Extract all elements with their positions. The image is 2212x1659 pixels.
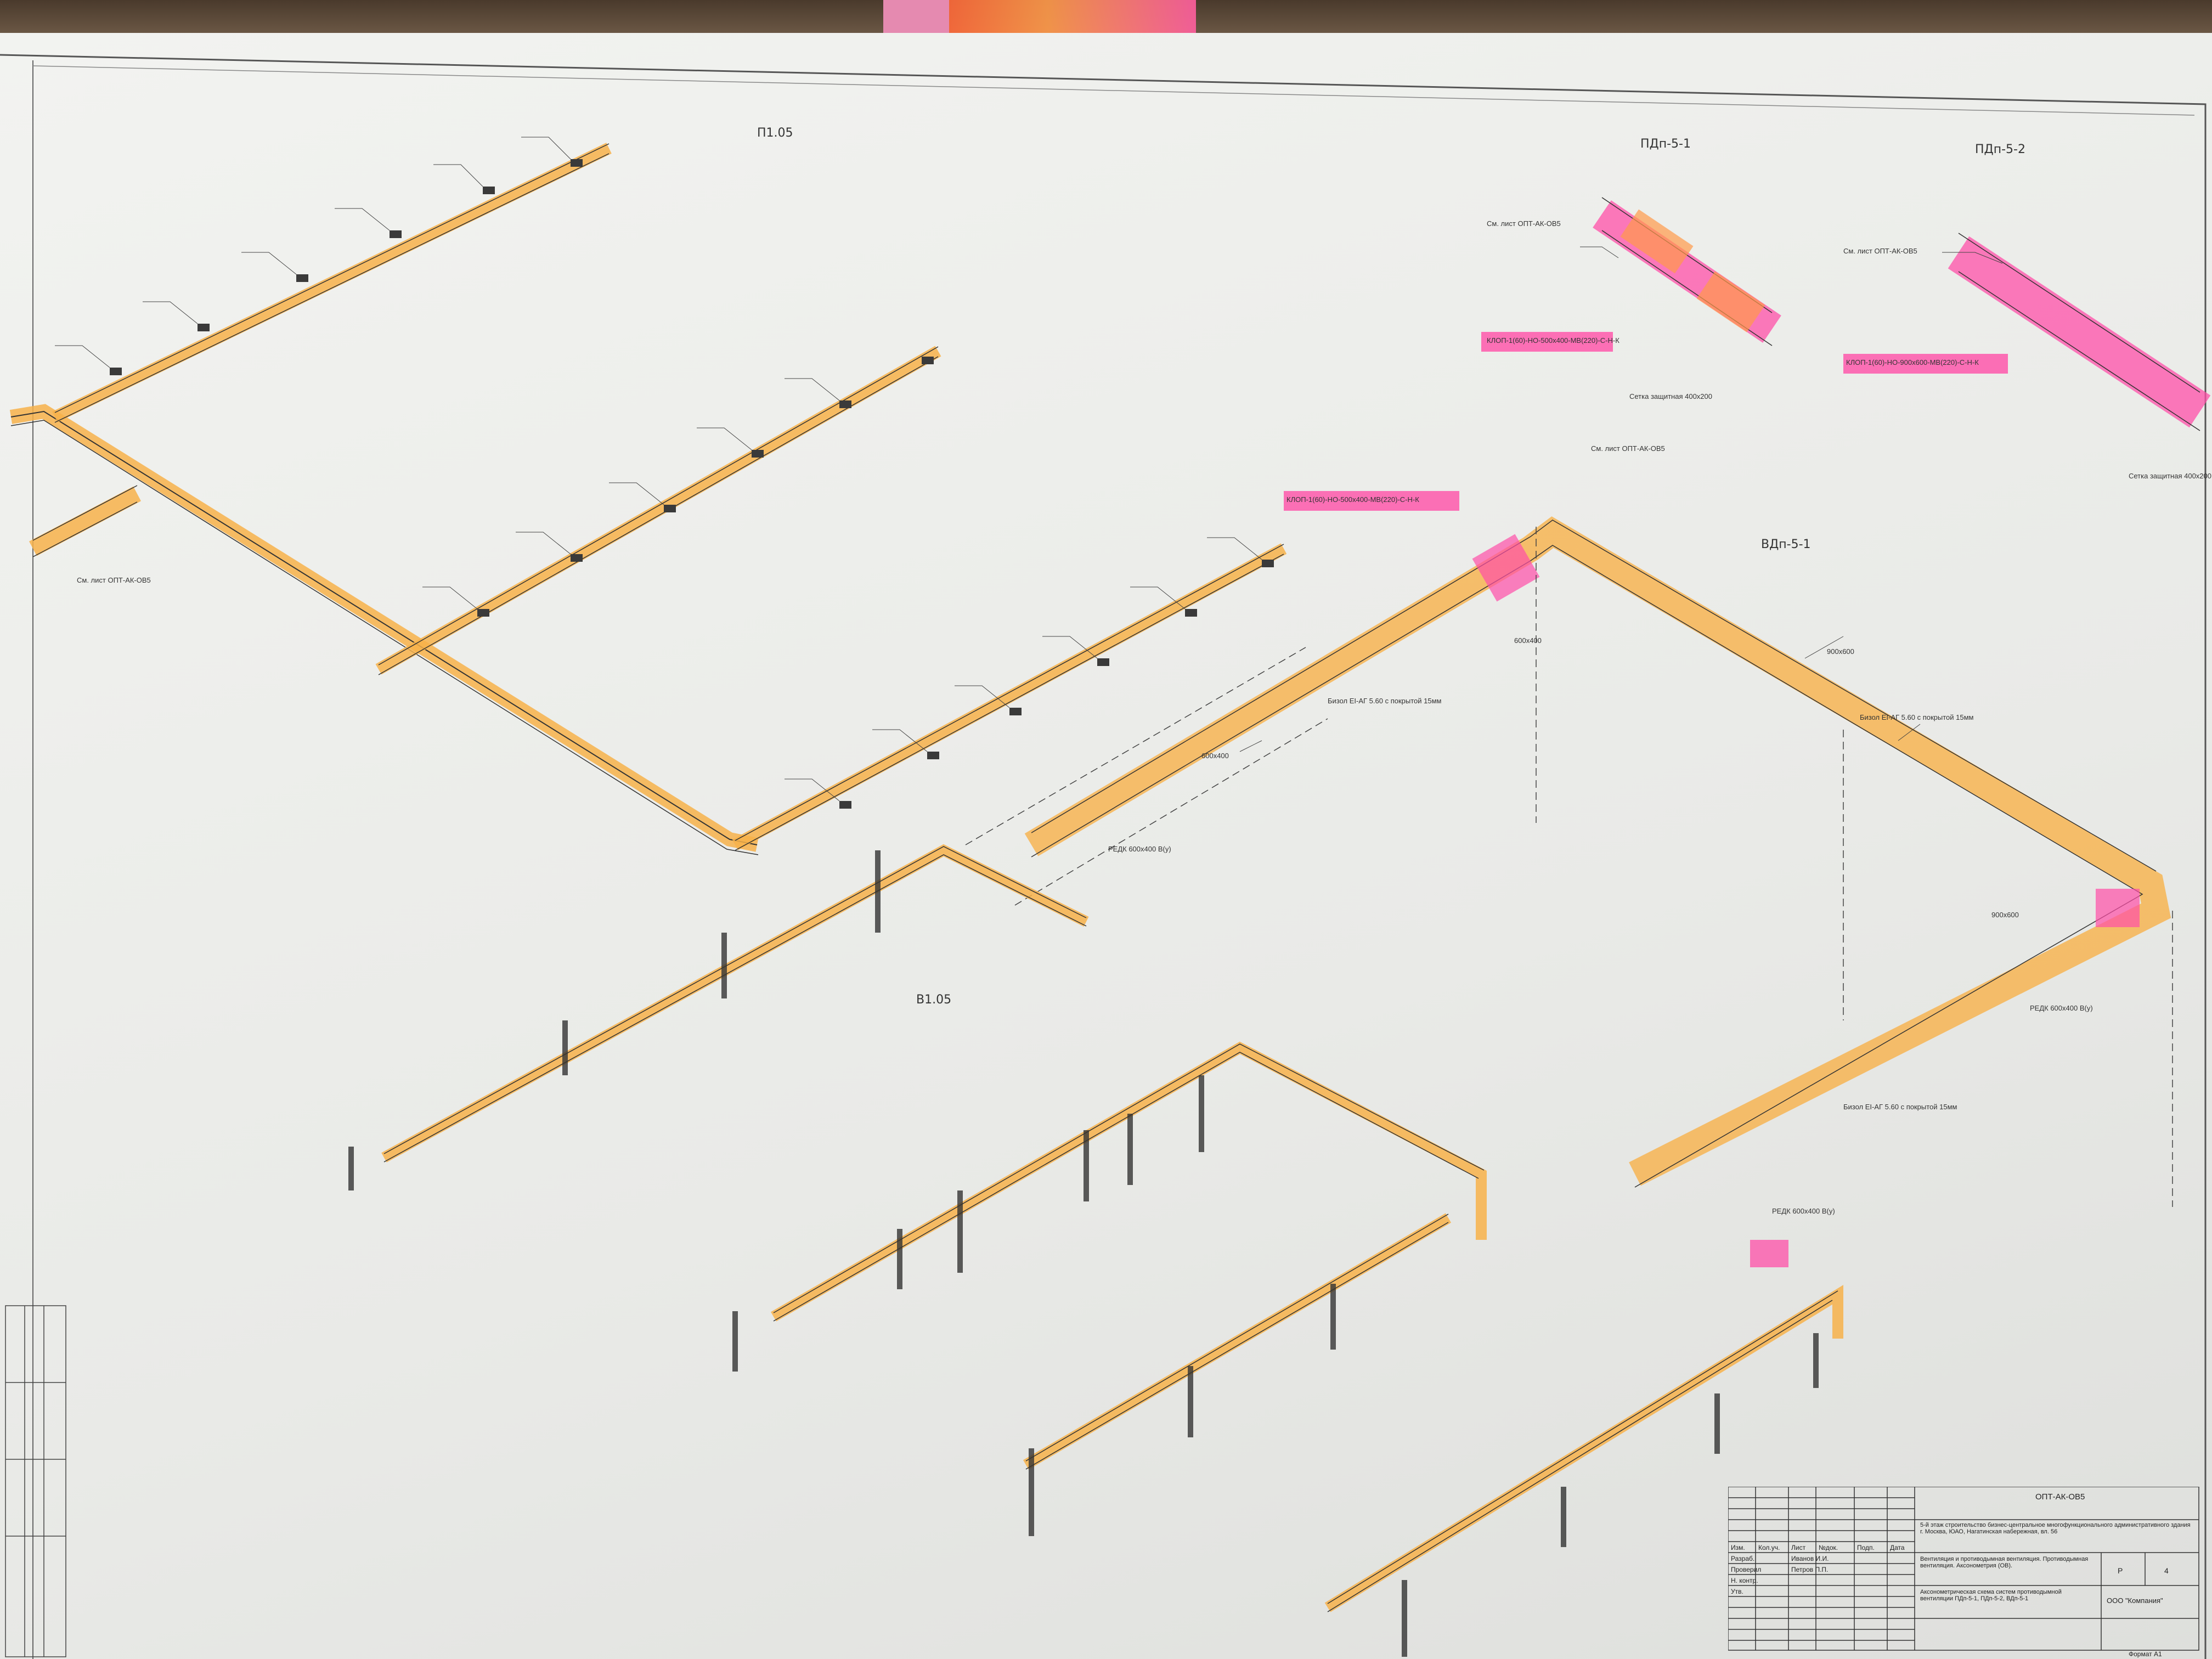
pink-sticky-note [883, 0, 949, 38]
drawing-canvas [0, 54, 2211, 1659]
row-header-doc: №док. [1819, 1544, 1838, 1551]
fire-valve-label-3: КЛОП-1(60)-НО-500х400-МВ(220)-С-Н-К [1286, 495, 1419, 504]
system-label-pdp52: ПДп-5-2 [1975, 143, 2025, 156]
name-checker: Петров П.П. [1791, 1566, 1829, 1573]
valve-size-note-3: РЕДК 600х400 В(у) [1772, 1207, 1835, 1215]
title-block: ОПТ-АК-ОВ5 5-й этаж строительство бизнес… [1728, 1486, 2200, 1651]
pipe-size-note-3: 600х400 [1514, 636, 1542, 645]
system-p105 [9, 143, 1287, 855]
duct-v105-b [1023, 1213, 1452, 1470]
insulation-note-2: Бизол ЕI-АГ 5.60 с покрытой 15мм [1328, 697, 1442, 705]
row-header-list: Лист [1791, 1544, 1806, 1551]
valve-size-note-1: РЕДК 600х400 В(у) [1108, 845, 1171, 853]
role-approved: Утв. [1731, 1588, 1743, 1595]
company: ООО "Компания" [2107, 1596, 2163, 1605]
title-block-grid [1728, 1486, 2199, 1651]
system-label-v105: В1.05 [916, 993, 952, 1007]
duct-branch-2 [375, 346, 941, 675]
name-developer: Иванов И.И. [1791, 1555, 1829, 1562]
grid-mesh-note-1: Сетка защитная 400х200 [1629, 392, 1712, 400]
system-label-p105: П1.05 [757, 126, 793, 140]
pipe-size-note-4: 600х400 [1201, 752, 1229, 760]
fire-valve-pink-lower [1750, 1240, 1788, 1267]
role-developer: Разраб. [1731, 1555, 1755, 1562]
system-pdp [1284, 197, 2211, 511]
system-mid [348, 844, 1089, 1190]
sheet-number: 4 [2164, 1566, 2169, 1575]
fire-valve-label-2: КЛОП-1(60)-НО-900х600-МВ(220)-С-Н-К [1846, 358, 1979, 366]
system-vdp51 [965, 516, 2173, 1207]
duct-mid [381, 844, 1089, 1163]
duct-pdp52 [1948, 236, 2211, 428]
pipe-size-note-1: 900х600 [1827, 647, 1854, 656]
pipe-size-note-2: 900х600 [1991, 911, 2019, 919]
row-header-izm: Изм. [1731, 1544, 1745, 1551]
grilles-p105 [110, 159, 1274, 809]
project-name: 5-й этаж строительство бизнес-центрально… [1920, 1522, 2191, 1535]
sheet-title: Вентиляция и противодымная вентиляция. П… [1920, 1556, 2089, 1569]
sheet-border [0, 54, 2207, 1659]
see-sheet-note-1: См. лист ОПТ-АК-ОВ5 [1487, 219, 1561, 228]
duct-v105-a [771, 1041, 1487, 1322]
format-label: Формат А1 [2129, 1650, 2162, 1658]
insulation-note-3: Бизол ЕI-АГ 5.60 с покрытой 15мм [1843, 1103, 1957, 1111]
role-checker: Проверил [1731, 1566, 1762, 1573]
system-label-pdp51: ПДп-5-1 [1640, 137, 1691, 151]
valve-size-note-2: РЕДК 600х400 В(у) [2030, 1004, 2093, 1012]
see-sheet-note-2: См. лист ОПТ-АК-ОВ5 [1843, 247, 1917, 255]
drawing-sheet: П1.05 ПДп-5-1 ПДп-5-2 ВДп-5-1 В1.05 КЛОП… [0, 33, 2212, 1659]
system-v105 [732, 1041, 1843, 1657]
grid-mesh-note-2: Сетка защитная 400х200 [2129, 472, 2211, 480]
stage: Р [2118, 1566, 2123, 1575]
row-header-sign: Подп. [1857, 1544, 1875, 1551]
row-header-date: Дата [1890, 1544, 1905, 1551]
system-label-vdp51: ВДп-5-1 [1761, 538, 1811, 551]
callout-leaders [55, 137, 2003, 802]
insulation-note-1: Бизол ЕI-АГ 5.60 с покрытой 15мм [1860, 713, 1974, 721]
fire-valve-pink-vdp [1472, 534, 1540, 602]
duct-branch-3 [732, 543, 1287, 850]
see-sheet-note-4: См. лист ОПТ-АК-ОВ5 [77, 576, 151, 584]
duct-v105-c [1324, 1285, 1843, 1612]
sheet-description: Аксонометрическая схема систем противоды… [1920, 1589, 2062, 1602]
fire-valve-label-1: КЛОП-1(60)-НО-500х400-МВ(220)-С-Н-К [1487, 336, 1620, 345]
role-norm-control: Н. контр. [1731, 1577, 1758, 1584]
side-stamp [5, 1305, 66, 1657]
duct-vdp-main [1024, 516, 2171, 1186]
see-sheet-note-3: См. лист ОПТ-АК-ОВ5 [1591, 444, 1665, 453]
duct-branch-1 [52, 143, 612, 422]
duct-trunk-p105 [9, 404, 759, 852]
inner-border-top [32, 65, 2195, 116]
row-header-kol: Кол.уч. [1758, 1544, 1780, 1551]
duct-stub-left [29, 486, 141, 556]
doc-code: ОПТ-АК-ОВ5 [2035, 1492, 2085, 1502]
